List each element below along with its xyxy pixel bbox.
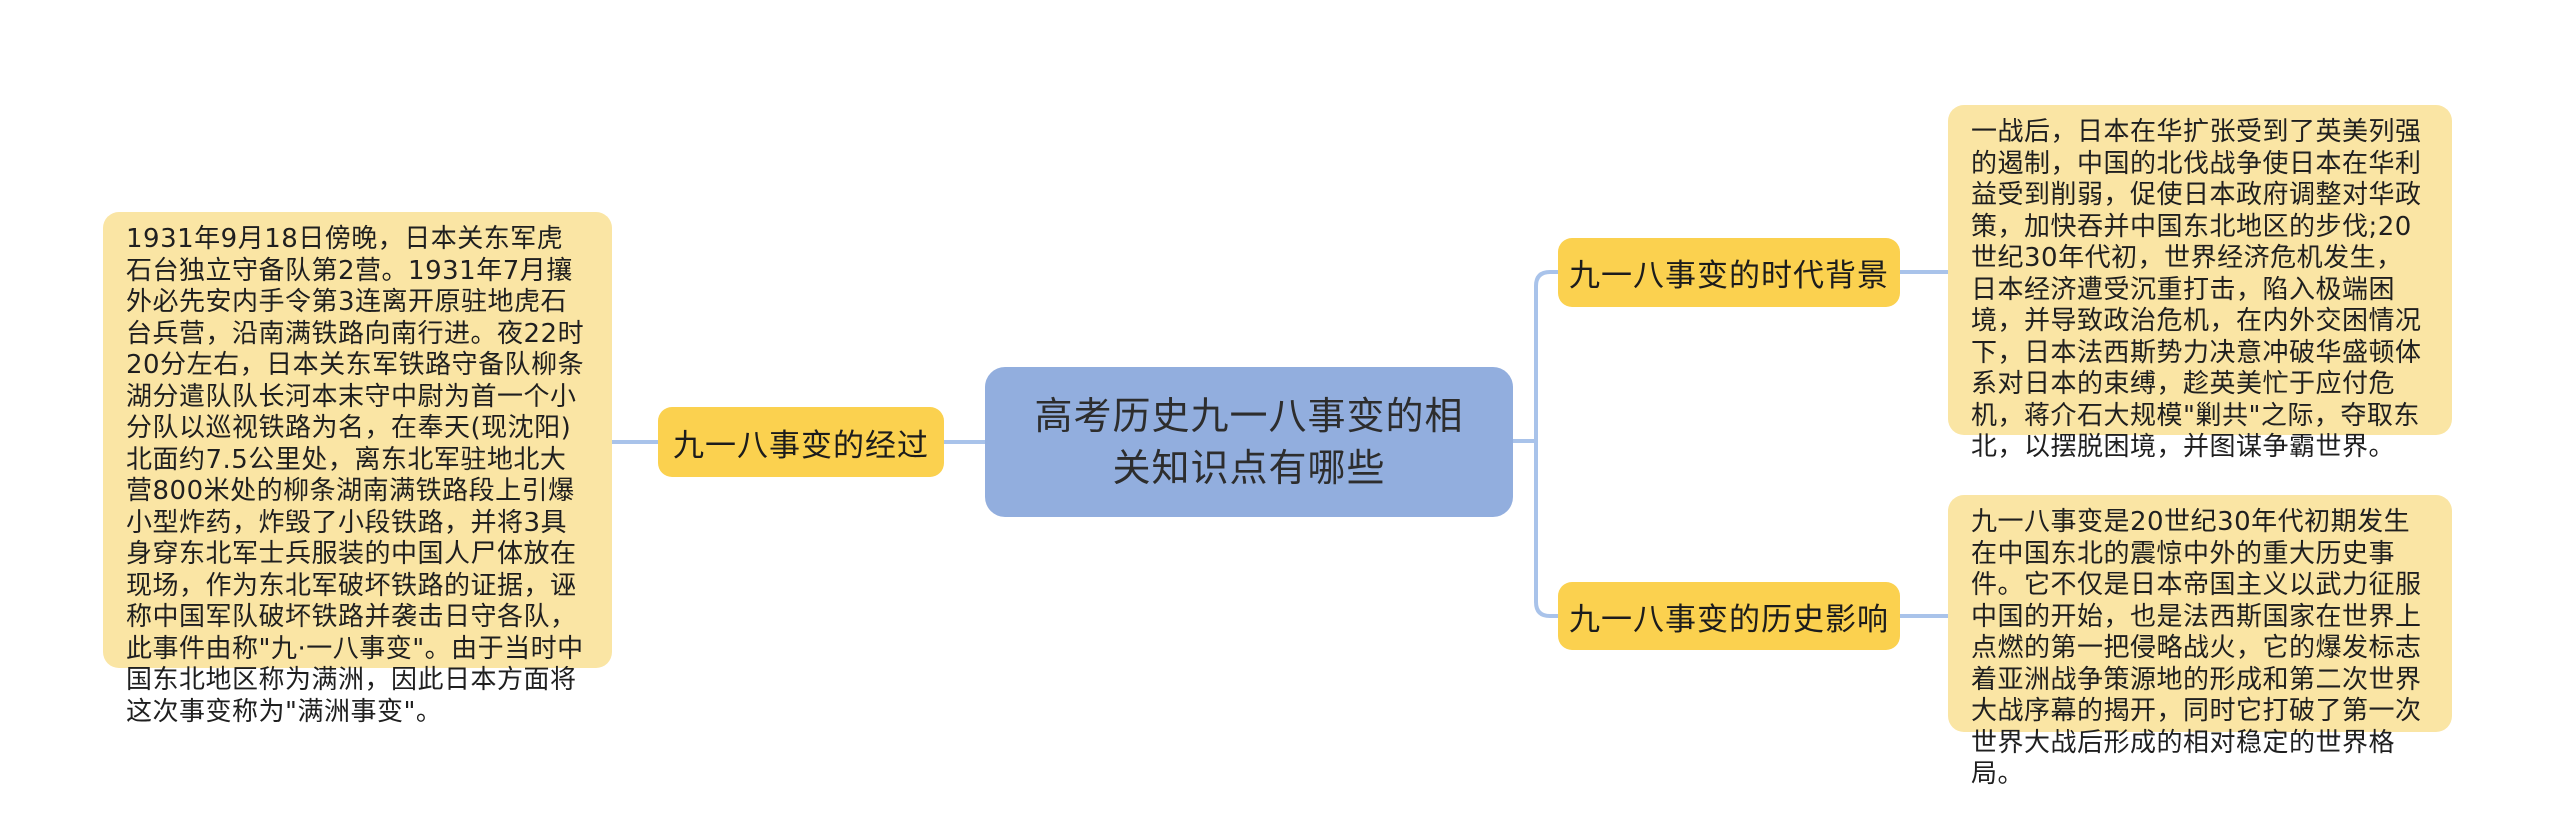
detail-node-historical-impact[interactable]: 九一八事变是20世纪30年代初期发生在中国东北的震惊中外的重大历史事件。它不仅是…: [1948, 495, 2452, 789]
connector-right-bracket: [1534, 270, 1558, 618]
branch-node-era-background-label: 九一八事变的时代背景: [1569, 258, 1889, 294]
branch-node-historical-impact-label: 九一八事变的历史影响: [1569, 601, 1889, 638]
branch-node-era-background[interactable]: 九一八事变的时代背景: [1558, 238, 1900, 307]
detail-node-incident-course[interactable]: 1931年9月18日傍晚，日本关东军虎石台独立守备队第2营。1931年7月攘外必…: [103, 212, 612, 727]
detail-node-era-background-text: 一战后，日本在华扩张受到了英美列强的遏制，中国的北伐战争使日本在华利益受到削弱，…: [1971, 117, 2422, 462]
branch-node-incident-course-label: 九一八事变的经过: [673, 427, 929, 464]
detail-node-incident-course-text: 1931年9月18日傍晚，日本关东军虎石台独立守备队第2营。1931年7月攘外必…: [126, 224, 585, 727]
branch-node-historical-impact[interactable]: 九一八事变的历史影响: [1558, 582, 1900, 650]
branch-node-incident-course[interactable]: 九一八事变的经过: [658, 407, 944, 477]
detail-node-historical-impact-text: 九一八事变是20世纪30年代初期发生在中国东北的震惊中外的重大历史事件。它不仅是…: [1971, 507, 2422, 789]
detail-node-era-background[interactable]: 一战后，日本在华扩张受到了英美列强的遏制，中国的北伐战争使日本在华利益受到削弱，…: [1948, 105, 2452, 462]
root-node-topic-title: 高考历史九一八事变的相关知识点有哪些: [1034, 394, 1464, 490]
root-node-topic[interactable]: 高考历史九一八事变的相关知识点有哪些: [985, 367, 1513, 517]
